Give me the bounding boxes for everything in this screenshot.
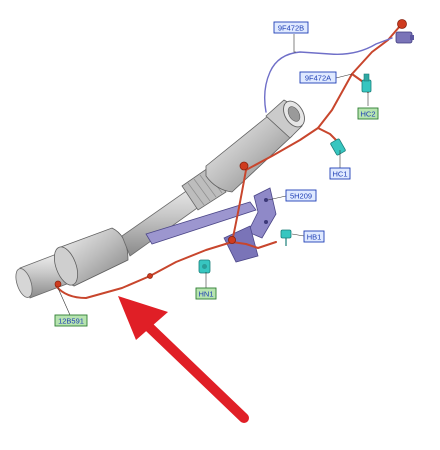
callout-hn1: HN1	[195, 287, 217, 300]
sensor-connector-9f472b	[395, 31, 413, 44]
sensor-hn1	[198, 259, 211, 274]
callout-hb1-text: HB1	[307, 233, 322, 242]
harness-upper	[245, 25, 401, 171]
tailpipe-end	[15, 268, 33, 298]
rear-muffler-front	[53, 246, 79, 286]
harness-clip-rear	[54, 280, 62, 288]
bracket-mount	[247, 187, 277, 239]
harness-connector-top	[397, 19, 407, 29]
callout-5h209: 5H209	[285, 189, 317, 202]
callout-hc1-text: HC1	[332, 170, 347, 179]
callout-hc2: HC2	[357, 107, 379, 120]
arrow-icon	[118, 296, 249, 423]
callout-hc2-text: HC2	[360, 110, 375, 119]
callout-hb1: HB1	[303, 230, 325, 243]
harness-connector-bracket	[227, 235, 236, 244]
leader-lines	[57, 34, 369, 316]
sensor-hc1	[330, 138, 346, 156]
callout-9f472a-text: 9F472A	[305, 74, 331, 83]
harness-connector-converter	[239, 161, 249, 171]
harness-clip-mid	[147, 273, 153, 279]
sensor-hc2	[361, 73, 372, 93]
callout-12b591: 12B591	[54, 314, 88, 327]
callout-hn1-text: HN1	[198, 290, 213, 299]
callout-12b591-text: 12B591	[58, 317, 84, 326]
sensor-wire-9f472b	[263, 37, 393, 113]
callout-hc1: HC1	[329, 167, 351, 180]
exhaust-system	[15, 99, 305, 299]
sensor-hb1	[280, 229, 292, 246]
callout-5h209-text: 5H209	[290, 192, 312, 201]
bracket-arm	[145, 201, 257, 245]
callout-9f472a: 9F472A	[299, 71, 337, 84]
callout-9f472b-text: 9F472B	[278, 24, 304, 33]
callout-9f472b: 9F472B	[273, 21, 309, 34]
